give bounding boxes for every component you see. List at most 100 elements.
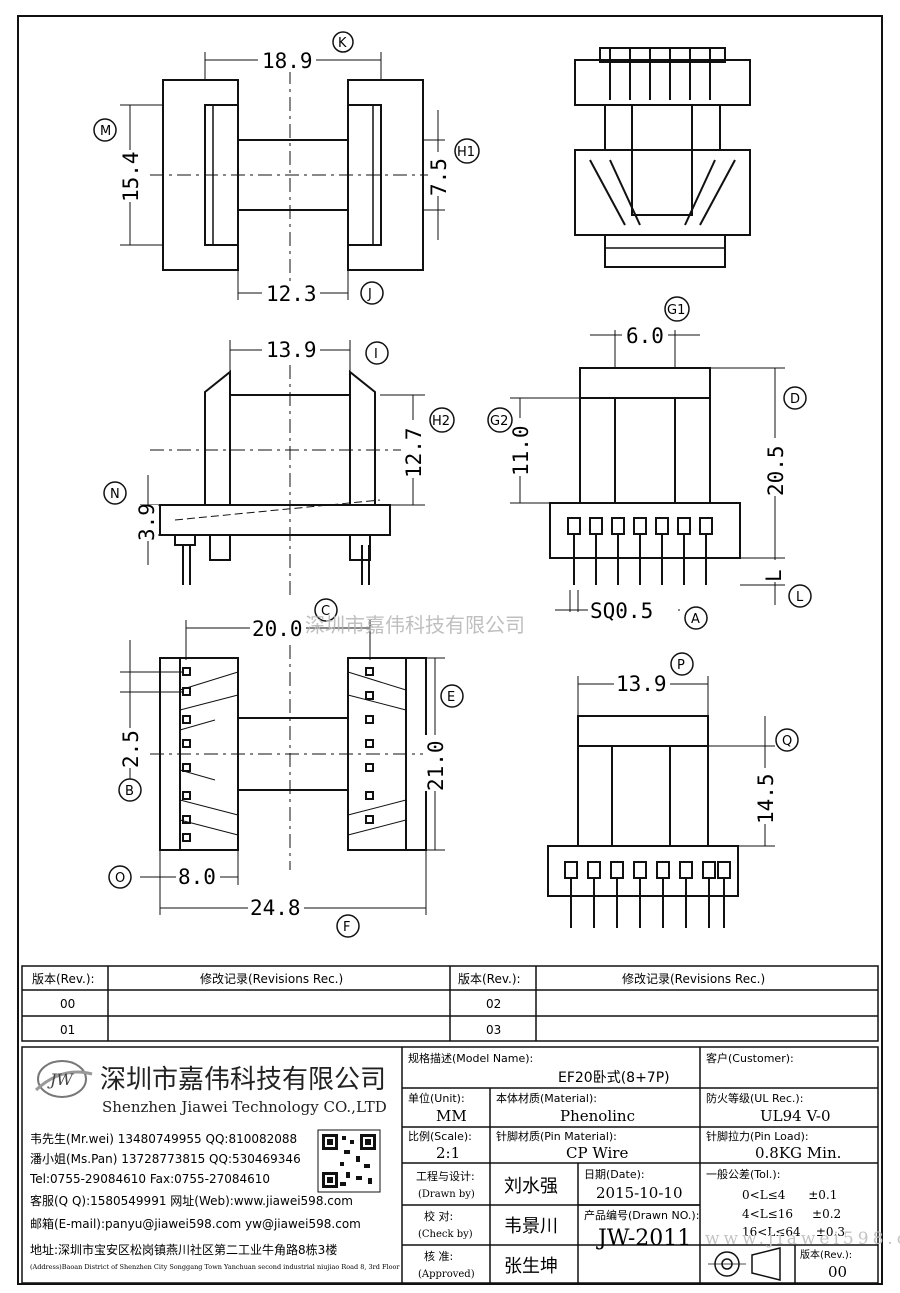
rec-col-header-2: 修改记录(Revisions Rec.) — [622, 971, 765, 986]
check-value: 韦景川 — [504, 1216, 558, 1237]
email: 邮箱(E-mail):panyu@jiawei598.com yw@jiawei… — [30, 1216, 361, 1231]
rev-col-header-2: 版本(Rev.): — [458, 972, 521, 986]
drawn-value: 刘水强 — [504, 1176, 558, 1197]
tag-g1: G1 — [667, 303, 685, 318]
dim-k: 18.9 — [262, 49, 313, 73]
drawn-label: 工程与设计: — [416, 1170, 475, 1183]
date-value: 2015-10-10 — [596, 1184, 682, 1202]
unit-label: 单位(Unit): — [408, 1091, 465, 1105]
dim-a: SQ0.5 — [590, 599, 653, 623]
tag-e: E — [447, 690, 455, 705]
logo-text: JW — [47, 1070, 74, 1089]
dim-n: 3.9 — [135, 503, 159, 541]
pin-material-label: 针脚材质(Pin Material): — [496, 1129, 617, 1143]
dim-i: 13.9 — [266, 338, 317, 362]
sheet-border — [17, 15, 883, 1285]
tag-m: M — [100, 124, 111, 139]
dim-q: 14.5 — [754, 773, 778, 824]
dim-m: 15.4 — [119, 151, 143, 202]
tag-l: L — [796, 590, 804, 605]
ul-value: UL94 V-0 — [760, 1107, 831, 1125]
tag-a: A — [691, 612, 700, 627]
bottom-view — [120, 620, 445, 915]
pin-load-label: 针脚拉力(Pin Load): — [706, 1129, 809, 1143]
end-view — [547, 676, 775, 928]
projection-symbol-icon — [708, 1247, 781, 1281]
contact-1: 韦先生(Mr.wei) 13480749955 QQ:810082088 — [30, 1132, 297, 1146]
tag-j: J — [367, 287, 372, 302]
company-logo: JW — [34, 1060, 93, 1098]
dim-o: 8.0 — [178, 865, 216, 889]
watermark-url: www.jiawei598.com — [705, 1229, 900, 1249]
rev-row-2-left: 01 — [60, 1023, 75, 1037]
side-view-labels: 13.9 I 12.7 H2 3.9 N — [103, 338, 455, 541]
dim-g1: 6.0 — [626, 324, 664, 348]
customer-label: 客户(Customer): — [706, 1051, 794, 1065]
tol-2: 4<L≤16 ±0.2 — [742, 1207, 841, 1221]
dim-j: 12.3 — [266, 282, 317, 306]
unit-value: MM — [436, 1107, 467, 1125]
company-name-cn: 深圳市嘉伟科技有限公司 — [100, 1065, 386, 1095]
contact-2: 潘小姐(Ms.Pan) 13728773815 QQ:530469346 — [30, 1152, 301, 1166]
bottom-view-labels: 20.0 C 21.0 E 2.5 B 8.0 O 24.8 F — [108, 598, 464, 938]
qq-web: 客服(Q Q):1580549991 网址(Web):www.jiawei598… — [30, 1193, 353, 1208]
watermark-text: 深圳市嘉伟科技有限公司 — [305, 613, 525, 637]
approve-label: 核 准: — [424, 1249, 453, 1263]
tag-n: N — [110, 487, 120, 502]
front-view-labels: 6.0 G1 11.0 G2 20.5 D L L SQ0.5 A — [487, 296, 812, 630]
tag-d: D — [790, 392, 800, 407]
material-value: Phenolinc — [560, 1107, 635, 1125]
dim-b: 2.5 — [119, 730, 143, 768]
ul-label: 防火等级(UL Rec.): — [706, 1091, 803, 1105]
dim-e: 21.0 — [424, 740, 448, 791]
tag-q: Q — [782, 734, 792, 749]
top-view-labels: 18.9 K 15.4 M 7.5 H1 12.3 J — [93, 31, 480, 306]
tol-1: 0<L≤4 ±0.1 — [742, 1188, 837, 1202]
check-label-en: (Check by) — [418, 1229, 473, 1240]
title-block-cells: 规格描述(Model Name): EF20卧式(8+7P) 客户(Custom… — [408, 1051, 852, 1281]
rev-row-2-right: 03 — [486, 1023, 501, 1037]
dim-c: 20.0 — [252, 617, 303, 641]
dim-h1: 7.5 — [427, 158, 451, 196]
tag-o: O — [115, 871, 125, 886]
address-cn: 地址:深圳市宝安区松岗镇燕川社区第二工业牛角路8栋3楼 — [30, 1242, 337, 1257]
material-label: 本体材质(Material): — [496, 1091, 597, 1105]
rec-col-header-1: 修改记录(Revisions Rec.) — [200, 971, 343, 986]
tag-p: P — [677, 658, 685, 673]
tel-fax: Tel:0755-29084610 Fax:0755-27084610 — [29, 1172, 270, 1186]
isometric-view — [574, 47, 751, 268]
model-label: 规格描述(Model Name): — [408, 1051, 533, 1065]
model-value: EF20卧式(8+7P) — [558, 1070, 670, 1086]
tag-h1: H1 — [457, 145, 475, 160]
revision-table — [21, 965, 879, 1042]
tag-b: B — [125, 784, 134, 799]
front-view — [510, 330, 785, 612]
revision-table-text: 版本(Rev.): 修改记录(Revisions Rec.) 版本(Rev.):… — [32, 971, 765, 1037]
tag-k: K — [338, 36, 347, 51]
tag-g2: G2 — [490, 414, 508, 429]
pin-material-value: CP Wire — [566, 1144, 628, 1162]
side-view — [140, 340, 425, 600]
approve-value: 张生坤 — [504, 1256, 558, 1277]
dim-g2: 11.0 — [509, 425, 533, 476]
scale-value: 2:1 — [436, 1144, 460, 1162]
tag-c: C — [321, 604, 330, 619]
drawing-no-value: JW-2011 — [596, 1226, 691, 1251]
dim-h2: 12.7 — [402, 427, 426, 478]
company-name-en: Shenzhen Jiawei Technology CO.,LTD — [102, 1098, 387, 1116]
date-label: 日期(Date): — [584, 1168, 645, 1181]
dim-d: 20.5 — [764, 445, 788, 496]
rev-value: 00 — [828, 1263, 847, 1281]
dim-p: 13.9 — [616, 672, 667, 696]
drawn-label-en: (Drawn by) — [418, 1189, 475, 1200]
address-en: (Address)Baoan District of Shenzhen City… — [30, 1263, 400, 1271]
tol-label: 一般公差(Tol.): — [706, 1167, 780, 1181]
rev-label: 版本(Rev.): — [800, 1248, 852, 1261]
pin-load-value: 0.8KG Min. — [755, 1144, 841, 1162]
drawing-no-label: 产品编号(Drawn NO.): — [584, 1208, 699, 1222]
title-block-frame — [21, 1046, 879, 1284]
tol-3: 16<L≤64 ±0.3 — [742, 1225, 845, 1239]
tag-f: F — [343, 920, 350, 935]
end-view-labels: 13.9 P 14.5 Q — [614, 652, 799, 824]
